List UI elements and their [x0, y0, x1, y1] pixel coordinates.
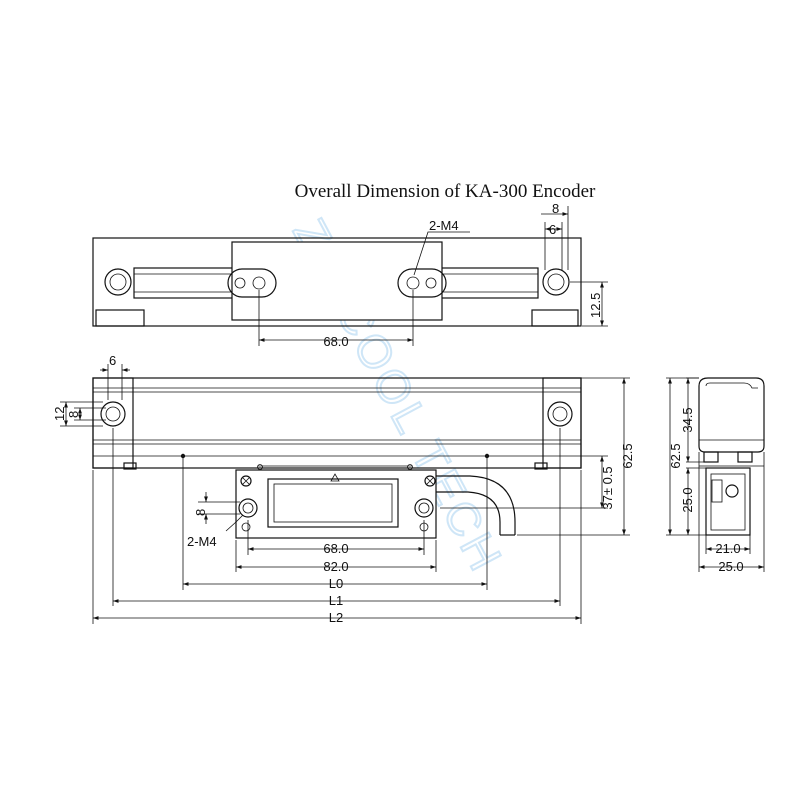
front-view-left-end-hole [100, 401, 126, 427]
front-view-cable [436, 475, 516, 535]
front-view-reading-head [235, 469, 437, 539]
top-view-height-label: 12.5 [588, 293, 603, 318]
front-view-hole-spacing-label: 68.0 [323, 541, 348, 556]
front-view-right-end-hole [547, 401, 573, 427]
front-view-thread-label: 2-M4 [187, 534, 217, 549]
top-view-left-foot [95, 309, 145, 327]
front-view-l0-label: L0 [329, 576, 343, 591]
front-view-arrow-icon [330, 473, 340, 482]
side-view-inner-width-label: 21.0 [715, 541, 740, 556]
front-view-l2-label: L2 [329, 610, 343, 625]
front-view-tab-width-label: 6 [109, 353, 116, 368]
front-view-hole-outer-label: 12 [52, 407, 67, 421]
front-view-offset-label: 37± 0.5 [600, 466, 615, 509]
side-view-upper-profile [698, 377, 765, 453]
front-view-right-mount-hole [414, 498, 434, 518]
front-view-slot-label: 8 [193, 509, 208, 516]
top-view-left-end-hole [104, 268, 132, 296]
front-view: 6 12 8 [52, 353, 635, 625]
front-view-screw-icon [240, 475, 252, 487]
top-view-thread-label: 2-M4 [429, 218, 459, 233]
front-view-head-length-label: 82.0 [323, 559, 348, 574]
front-view-l1-label: L1 [329, 593, 343, 608]
front-view-scale-body [92, 377, 582, 469]
side-view-outer-width-label: 25.0 [718, 559, 743, 574]
top-view-right-foot [531, 309, 579, 327]
front-view-total-height-label: 62.5 [620, 443, 635, 468]
top-view-reading-head [231, 241, 443, 321]
top-view-hole-spacing-label: 68.0 [323, 334, 348, 349]
side-view-head-block [705, 467, 751, 536]
top-view-outer-width-label: 8 [552, 201, 559, 216]
front-view-screw-icon [424, 475, 436, 487]
front-view-head-window [267, 478, 399, 528]
top-view-left-slot [227, 268, 277, 298]
side-view-lower-height-label: 25.0 [680, 487, 695, 512]
drawing-title: Overall Dimension of KA-300 Encoder [295, 181, 596, 202]
side-view: 34.5 62.5 25.0 21.0 25.0 [666, 377, 765, 574]
top-view: 2-M4 68.0 8 6 12.5 [92, 201, 608, 349]
front-view-right-end-cap [542, 377, 582, 469]
front-view-hole-inner-label: 8 [66, 411, 81, 418]
side-view-upper-height-label: 34.5 [680, 407, 695, 432]
top-view-right-end-hole [542, 268, 570, 296]
side-view-total-height-label: 62.5 [668, 443, 683, 468]
top-view-inner-width-label: 6 [549, 222, 556, 237]
side-view-screw-hole [725, 484, 739, 498]
front-view-left-mount-hole [238, 498, 258, 518]
top-view-right-slot [397, 268, 447, 298]
